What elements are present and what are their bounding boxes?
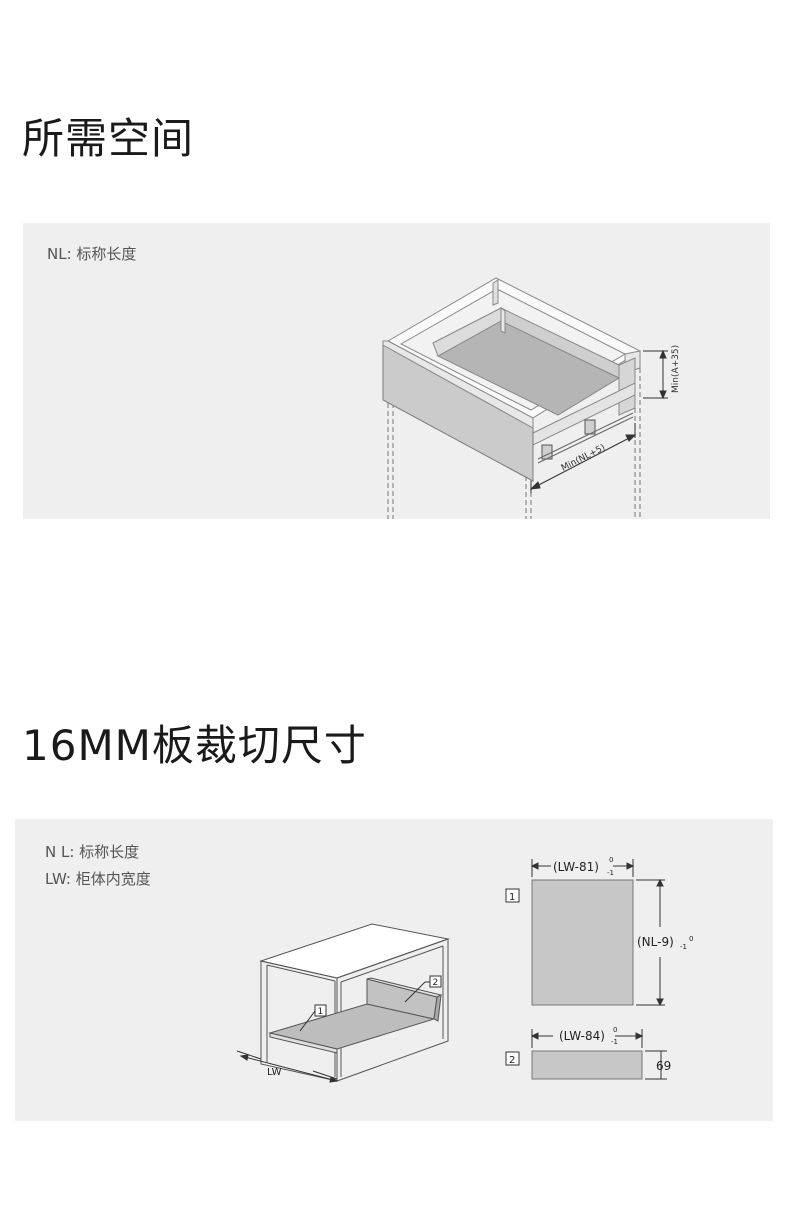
height-dimension [643,349,668,400]
panel-2-width-tol-bottom: -1 [611,1038,618,1046]
drawer-box [432,307,636,446]
panel-1-width-dimension [530,859,635,877]
callouts [299,975,442,1032]
panel-1-width-tol-top: 0 [609,856,613,864]
panel-2-width-label: (LW-84) [559,1029,605,1043]
panel-1-height-label: (NL-9) [637,935,674,949]
section-title-space: 所需空间 [22,114,195,163]
nl-note: NL: 标称长度 [47,245,137,263]
length-dimension-label: Min(NL+5) [560,443,607,474]
drawer-parts [268,977,443,1054]
panel-2-height-dimension [645,1050,667,1080]
lw-dimension [236,1050,339,1083]
cutting-diagram: 1 2 LW 1 (LW-81) 0 -1 [236,856,693,1083]
space-diagram-panel: NL: 标称长度 [23,223,770,519]
nl-note-2: N L: 标称长度 [45,843,140,861]
length-dimension [529,423,637,493]
section-title-cutting: 16MM板裁切尺寸 [22,721,367,770]
callout-1-label: 1 [318,1007,324,1017]
part-2-marker-label: 2 [509,1055,515,1066]
part-2-marker [505,1051,520,1066]
panel-2-width-dimension [530,1029,644,1048]
panel-1-box [531,879,634,1006]
runner-hardware [537,412,634,464]
panel-1-height-dimension [636,878,665,1007]
panel-2-box [531,1050,643,1080]
panel-1-height-tol-sup: 0 [689,935,693,943]
part-1-marker-label: 1 [509,892,515,903]
height-dimension-label: Min(A+35) [671,345,681,393]
panel-2-height-label: 69 [656,1059,671,1073]
cutting-diagram-panel: N L: 标称长度 LW: 柜体内宽度 [15,819,773,1121]
drawer-space-diagram: Min(A+35) Min(NL+5) [382,277,681,519]
lw-dimension-label: LW [267,1067,282,1078]
callout-2-label: 2 [433,978,439,988]
part-1-marker [505,888,520,903]
panel-2-width-tol-top: 0 [613,1026,617,1034]
panel-1-width-label: (LW-81) [553,860,599,874]
panel-1-height-tol-sub: -1 [680,943,687,951]
lw-note: LW: 柜体内宽度 [45,870,151,888]
panel-1-width-tol-bottom: -1 [607,869,614,877]
